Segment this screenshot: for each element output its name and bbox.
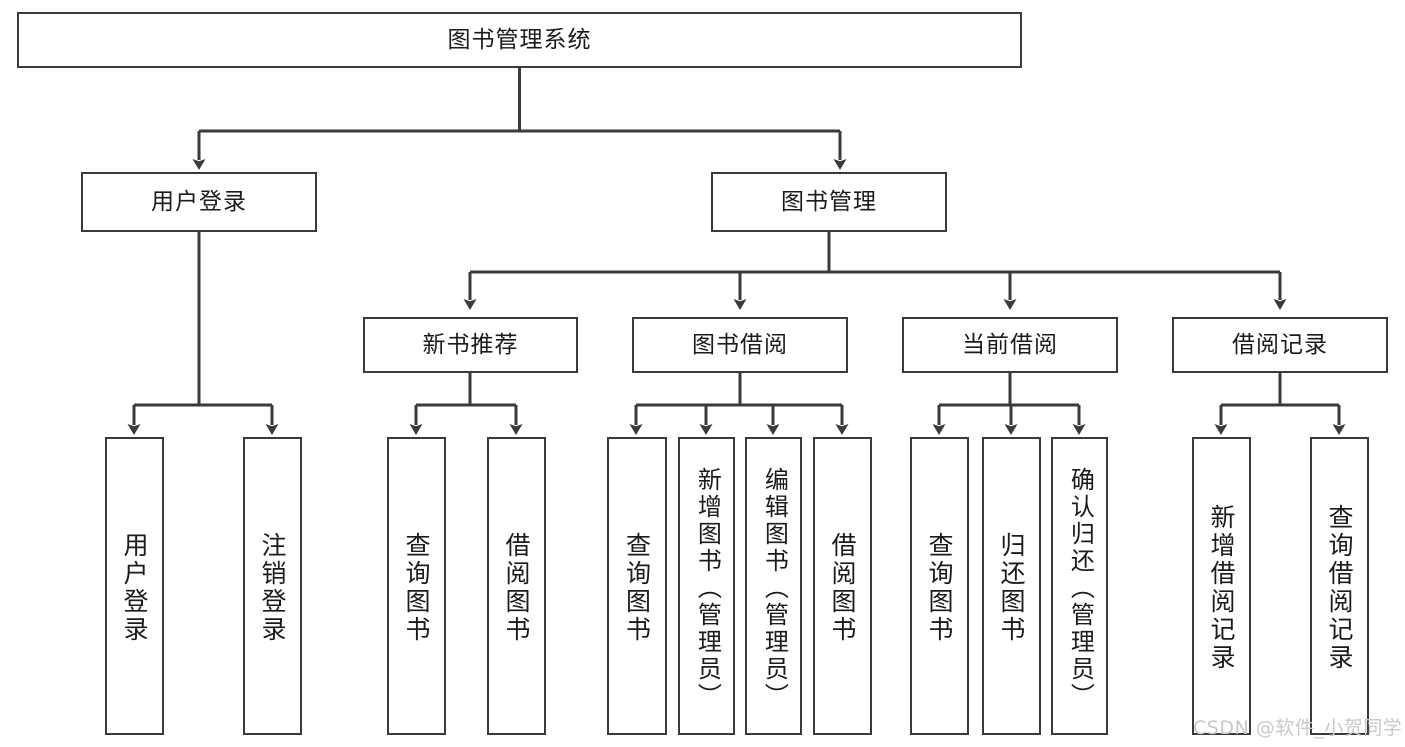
csdn-watermark: CSDN @软件_小贺同学 — [1193, 717, 1403, 739]
leaf-confirm-return-label: 确认归还（管理员） — [1066, 466, 1095, 710]
leaf-query-book-recommend-label: 查询图书 — [402, 532, 431, 644]
edge-root-to-level2 — [192, 68, 847, 170]
node-book-manage-label: 图书管理 — [781, 188, 877, 215]
leaf-return-book[interactable]: 归还图书 — [982, 437, 1041, 735]
leaf-add-borrow-record[interactable]: 新增借阅记录 — [1192, 437, 1251, 735]
leaf-logout-label: 注销登录 — [258, 532, 287, 644]
node-new-book-recommend-label: 新书推荐 — [422, 331, 519, 358]
node-book-borrow[interactable]: 图书借阅 — [632, 317, 848, 373]
edge-borrowrecord-to-leaves — [1214, 373, 1346, 435]
leaf-query-borrow-record[interactable]: 查询借阅记录 — [1310, 437, 1369, 735]
edge-bookmanage-to-level3 — [463, 232, 1287, 310]
leaf-user-login-label: 用户登录 — [120, 532, 149, 644]
node-root[interactable]: 图书管理系统 — [17, 12, 1022, 68]
leaf-borrow-book-recommend-label: 借阅图书 — [502, 532, 531, 644]
leaf-add-book[interactable]: 新增图书（管理员） — [678, 437, 735, 735]
node-new-book-recommend[interactable]: 新书推荐 — [363, 317, 578, 373]
edge-recommend-to-leaves — [409, 373, 523, 435]
leaf-borrow-book-label: 借阅图书 — [828, 532, 857, 644]
node-current-borrow[interactable]: 当前借阅 — [902, 317, 1118, 373]
node-borrow-record[interactable]: 借阅记录 — [1172, 317, 1388, 373]
leaf-borrow-book-recommend[interactable]: 借阅图书 — [487, 437, 546, 735]
leaf-query-borrow-record-label: 查询借阅记录 — [1325, 504, 1354, 672]
edge-booklogin-to-leaves — [127, 232, 279, 435]
edge-currentborrow-to-leaves — [932, 373, 1086, 435]
node-book-borrow-label: 图书借阅 — [692, 331, 788, 358]
node-user-login-label: 用户登录 — [151, 188, 247, 215]
leaf-edit-book[interactable]: 编辑图书（管理员） — [745, 437, 802, 735]
node-user-login[interactable]: 用户登录 — [81, 172, 317, 232]
node-current-borrow-label: 当前借阅 — [962, 331, 1058, 358]
node-book-manage[interactable]: 图书管理 — [711, 172, 947, 232]
leaf-query-book-current[interactable]: 查询图书 — [910, 437, 969, 735]
node-borrow-record-label: 借阅记录 — [1232, 331, 1328, 358]
leaf-add-book-label: 新增图书（管理员） — [693, 466, 722, 710]
leaf-add-borrow-record-label: 新增借阅记录 — [1207, 504, 1236, 672]
leaf-query-book-recommend[interactable]: 查询图书 — [387, 437, 446, 735]
leaf-borrow-book[interactable]: 借阅图书 — [813, 437, 872, 735]
leaf-confirm-return[interactable]: 确认归还（管理员） — [1051, 437, 1108, 735]
node-root-label: 图书管理系统 — [447, 26, 592, 53]
leaf-query-book-current-label: 查询图书 — [925, 532, 954, 644]
leaf-query-book-borrow[interactable]: 查询图书 — [607, 437, 667, 735]
leaf-query-book-borrow-label: 查询图书 — [622, 532, 652, 644]
leaf-user-login[interactable]: 用户登录 — [105, 437, 164, 735]
leaf-edit-book-label: 编辑图书（管理员） — [760, 466, 789, 710]
leaf-return-book-label: 归还图书 — [997, 532, 1026, 644]
leaf-logout[interactable]: 注销登录 — [243, 437, 302, 735]
edge-bookborrow-to-leaves — [629, 373, 849, 435]
